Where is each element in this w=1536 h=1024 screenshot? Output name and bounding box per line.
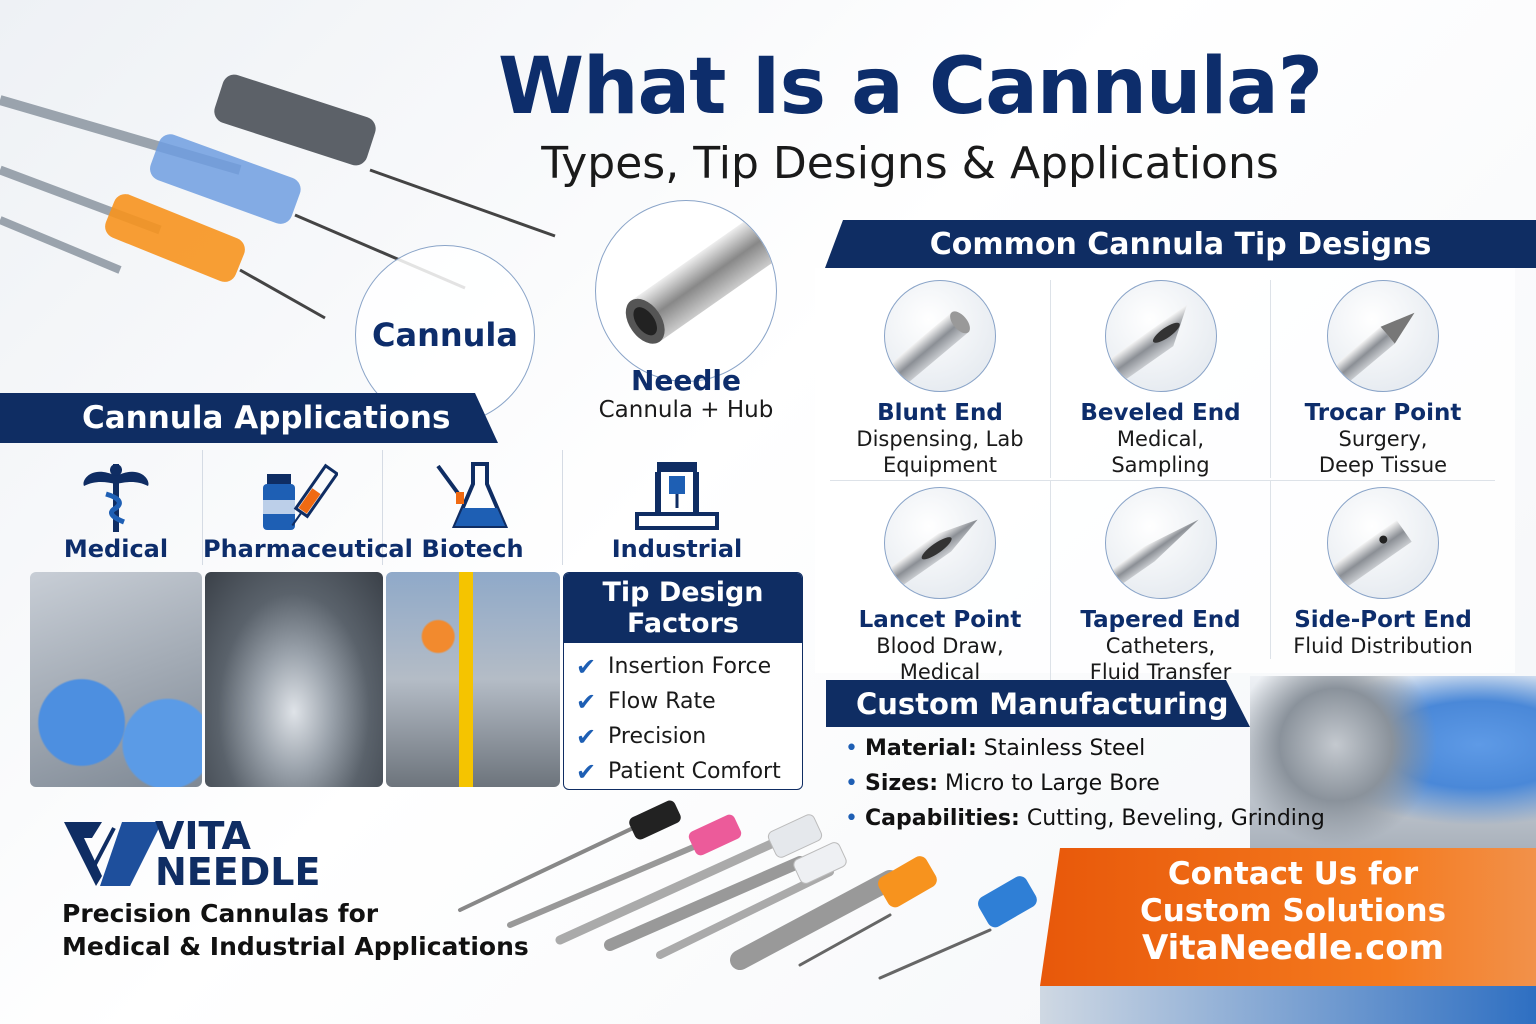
hero-needles-image (0, 74, 556, 320)
footer-stripe (1040, 986, 1536, 1024)
needle-label: Needle (630, 364, 742, 397)
applications-heading: Cannula Applications (0, 393, 498, 443)
page-title: What Is a Cannula? (497, 42, 1323, 132)
factor-item: ✔Insertion Force (576, 652, 772, 681)
application-biotech[interactable]: Biotech (383, 450, 563, 565)
application-pharmaceutical[interactable]: Pharmaceutical (203, 450, 413, 565)
biotech-photo (386, 572, 560, 787)
factor-item: ✔Flow Rate (576, 687, 716, 716)
lancet-point-image (884, 487, 996, 599)
needle-caption: Cannula + Hub (598, 397, 774, 423)
custom-item: •Sizes: Micro to Large Bore (845, 771, 1160, 796)
tapered-end-image (1104, 487, 1217, 599)
medical-photo (30, 572, 202, 787)
needle-assortment-image (458, 800, 1037, 980)
checkmark-icon: ✔ (576, 652, 597, 681)
checkmark-icon: ✔ (576, 722, 597, 751)
website-link[interactable]: VitaNeedle.com (1141, 928, 1445, 968)
application-industrial[interactable]: Industrial (563, 450, 791, 565)
application-label: Biotech (421, 535, 524, 563)
page-subtitle: Types, Tip Designs & Applications (541, 138, 1279, 189)
needle-callout (595, 200, 777, 382)
beveled-end-image (1104, 280, 1217, 392)
cannula-label: Cannula (372, 316, 518, 354)
flask-icon (435, 462, 508, 528)
factor-item: ✔Precision (576, 722, 707, 751)
tips-heading: Common Cannula Tip Designs (825, 220, 1536, 268)
trocar-point-image (1327, 280, 1439, 392)
custom-heading: Custom Manufacturing (826, 680, 1250, 727)
pharmaceutical-photo (205, 572, 383, 787)
side-port-end-image (1327, 487, 1439, 599)
vita-needle-logo-icon (64, 822, 162, 886)
factor-item: ✔Patient Comfort (576, 757, 781, 786)
custom-item: •Material: Stainless Steel (845, 736, 1146, 761)
custom-item: •Capabilities: Cutting, Beveling, Grindi… (845, 806, 1325, 831)
blunt-end-image (884, 280, 996, 392)
application-label: Pharmaceutical (203, 535, 413, 563)
application-label: Medical (63, 535, 169, 563)
tip-design-factors-panel: Tip Design Factors ✔Insertion Force ✔Flo… (563, 572, 803, 790)
manufacturing-photo (1250, 676, 1536, 848)
machine-icon (635, 462, 719, 530)
checkmark-icon: ✔ (576, 687, 597, 716)
factors-heading: Tip Design Factors (564, 573, 802, 643)
checkmark-icon: ✔ (576, 757, 597, 786)
caduceus-icon (83, 464, 149, 532)
application-medical[interactable]: Medical (30, 450, 203, 565)
application-label: Industrial (611, 535, 743, 563)
tube-icon (625, 209, 776, 344)
vial-syringe-icon (262, 463, 339, 530)
